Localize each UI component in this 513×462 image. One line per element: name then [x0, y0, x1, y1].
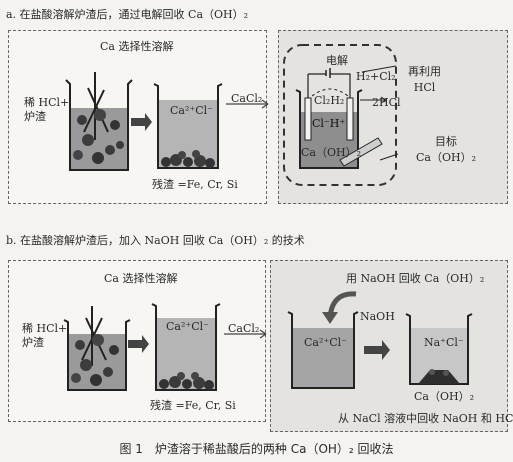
section-b-cacl2-label: CaCl₂	[228, 322, 260, 335]
section-a-reuse-hcl-label: 再利用 HCl	[408, 65, 441, 94]
section-a-electrolysis-cell	[283, 44, 399, 186]
section-b-heading: b. 在盐酸溶解炉渣后，加入 NaOH 回收 Ca（OH）₂ 的技术	[6, 234, 305, 247]
section-a-heading: a. 在盐酸溶解炉渣后，通过电解回收 Ca（OH）₂	[6, 8, 249, 21]
section-b-product-label: Ca（OH）₂	[414, 390, 474, 403]
section-b-process-arrow-2	[364, 340, 390, 360]
section-b-beaker-3	[287, 311, 359, 389]
section-a-cacl2-label: CaCl₂	[231, 92, 263, 105]
section-a-residue-label: 残渣 =Fe, Cr, Si	[152, 178, 238, 191]
section-a-hcl-out-label: 2HCl	[372, 96, 401, 109]
section-b-beaker-4-ion-label: Na⁺Cl⁻	[424, 336, 464, 349]
section-a-dissolution-title: Ca 选择性溶解	[100, 40, 174, 53]
section-a-reagent-label: 稀 HCl+ 炉渣	[24, 96, 70, 123]
section-a-beaker-2	[153, 83, 223, 169]
section-b-beaker-1	[63, 306, 131, 391]
section-b-reagent-label: 稀 HCl+ 炉渣	[22, 322, 68, 349]
section-b-dissolution-title: Ca 选择性溶解	[104, 272, 178, 285]
section-b-footer-label: 从 NaCl 溶液中回收 NaOH 和 HCl	[338, 412, 513, 425]
section-b-process-arrow-1	[128, 335, 149, 353]
section-a-target-label: 目标 Ca（OH）₂	[416, 135, 476, 164]
section-b-naoh-box-title: 用 NaOH 回收 Ca（OH）₂	[346, 272, 485, 285]
section-a-electrolysis-box	[278, 30, 508, 204]
section-b-beaker-3-ion-label: Ca²⁺Cl⁻	[304, 336, 347, 349]
figure-caption: 图 1 炉渣溶于稀盐酸后的两种 Ca（OH）₂ 回收法	[119, 442, 394, 456]
section-b-residue-label: 残渣 =Fe, Cr, Si	[150, 399, 236, 412]
section-a-cell-product-label: Ca（OH）₂	[301, 146, 361, 159]
section-a-gas-products-label: H₂+Cl₂	[356, 70, 396, 83]
section-a-beaker-1	[65, 72, 133, 171]
section-a-beaker-ion-label: Ca²⁺Cl⁻	[170, 104, 213, 117]
section-b-naoh-label: NaOH	[360, 310, 395, 323]
section-a-electrolysis-label: 电解	[326, 54, 348, 67]
section-a-process-arrow-1	[131, 113, 152, 131]
section-a-gas-in-cell-label: Cl₂H₂	[314, 94, 345, 107]
section-a-dissolution-box	[8, 30, 267, 204]
section-b-beaker-ion-label: Ca²⁺Cl⁻	[166, 320, 209, 333]
section-b-beaker-2	[151, 303, 221, 391]
section-a-ions-label: Cl⁻H⁺	[312, 117, 346, 130]
section-b-beaker-4	[405, 313, 473, 385]
